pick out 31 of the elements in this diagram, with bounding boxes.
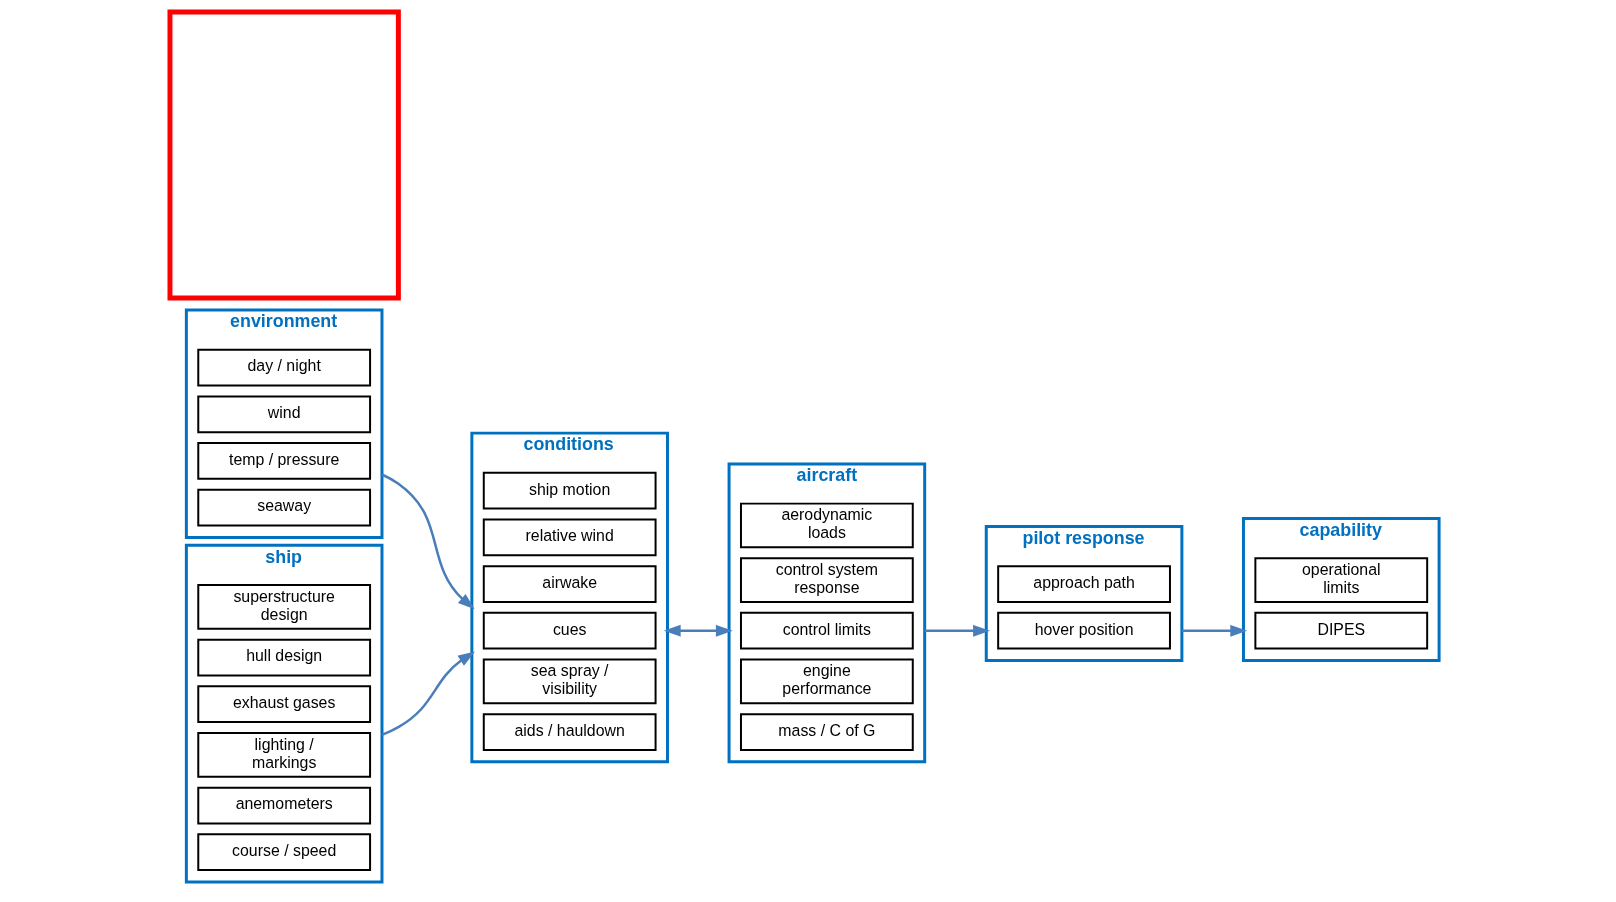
node-box: anemometers	[196, 786, 371, 825]
arrow	[1181, 624, 1247, 637]
node-box: ship motion	[482, 471, 657, 510]
node-box: exhaust gases	[196, 685, 371, 724]
node-box: control limits	[739, 611, 914, 650]
node-box: relative wind	[482, 518, 657, 557]
node-box: approach path	[996, 565, 1171, 603]
arrow	[380, 473, 475, 610]
arrow	[924, 624, 990, 637]
arrow	[381, 651, 475, 737]
node-box: aids / hauldown	[482, 713, 657, 751]
node-box: airwake	[482, 565, 657, 603]
node-box: mass / C of G	[739, 713, 914, 751]
node-box: superstructure design	[196, 584, 371, 630]
node-box: day / night	[196, 348, 371, 387]
node-box: hull design	[196, 638, 371, 677]
node-box: DIPES	[1253, 611, 1428, 650]
node-box: cues	[482, 611, 657, 650]
node-box	[167, 9, 401, 301]
node-box: operational limits	[1253, 557, 1428, 603]
node-box: engine performance	[739, 658, 914, 705]
arrow	[663, 624, 733, 637]
node-box: lighting / markings	[196, 732, 371, 778]
node-box: seaway	[196, 488, 371, 527]
node-box: temp / pressure	[196, 442, 371, 480]
node-box: course / speed	[196, 833, 371, 872]
node-box: sea spray / visibility	[482, 658, 657, 705]
node-box: aerodynamic loads	[739, 502, 914, 549]
node-box: wind	[196, 395, 371, 434]
node-box: control system response	[739, 557, 914, 603]
node-box: hover position	[996, 611, 1171, 650]
